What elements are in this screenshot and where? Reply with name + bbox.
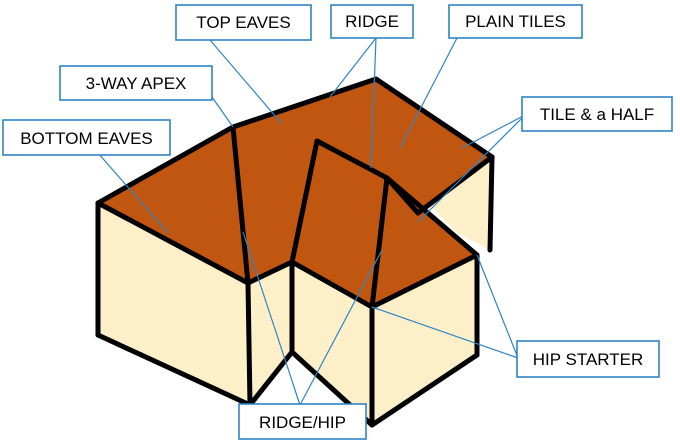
label-ridge: RIDGE [330, 4, 414, 39]
leader-ridge-1 [329, 37, 377, 98]
leader-3way-apex [211, 96, 234, 128]
label-plain-tiles: PLAIN TILES [448, 4, 583, 39]
roof-front-hip-left [292, 141, 387, 307]
leader-hip-starter-1 [371, 306, 519, 359]
leader-lines [97, 37, 526, 406]
label-ridge-hip-text: RIDGE/HIP [259, 413, 346, 432]
valley-eaves-edge [384, 154, 495, 216]
label-bottom-eaves-text: BOTTOM EAVES [20, 129, 153, 148]
rear-wall-right [420, 157, 492, 250]
label-3way-apex-box [59, 65, 213, 101]
roof [98, 79, 492, 307]
label-tile-and-half: TILE & a HALF [521, 96, 673, 132]
leader-tile-half-2 [417, 114, 526, 223]
label-tile-and-half-text: TILE & a HALF [540, 105, 654, 124]
front-gable-wall-right [372, 255, 477, 425]
roof-main-plane [98, 79, 492, 283]
label-3way-apex-text: 3-WAY APEX [86, 74, 187, 93]
left-wall-front [98, 203, 250, 405]
label-top-eaves-text: TOP EAVES [196, 13, 291, 32]
wall-base-left [95, 332, 253, 408]
leader-hip-starter-2 [476, 254, 519, 359]
wall-corner-rear [487, 154, 495, 253]
label-hip-starter: HIP STARTER [516, 340, 660, 378]
leader-tile-half-1 [461, 114, 526, 149]
left-wall-side [248, 262, 292, 405]
label-top-eaves-box [175, 4, 312, 41]
front-hip-outline [289, 138, 480, 310]
leader-plain-tiles [399, 37, 458, 149]
top-eaves-edge [95, 76, 495, 206]
label-3way-apex: 3-WAY APEX [59, 65, 213, 101]
label-bottom-eaves: BOTTOM EAVES [2, 119, 171, 156]
leader-ridge-2 [370, 37, 377, 169]
label-ridge-text: RIDGE [345, 12, 399, 31]
front-ridge-hip-edge [369, 175, 390, 310]
wall-base-front-right [369, 352, 480, 428]
label-ridge-hip: RIDGE/HIP [238, 403, 367, 440]
leader-top-eaves [209, 39, 283, 125]
labels: TOP EAVES RIDGE PLAIN TILES 3-WAY APEX T… [2, 4, 673, 440]
label-ridge-box [330, 4, 414, 39]
wall-corner-mid [245, 280, 253, 408]
label-bottom-eaves-box [2, 119, 171, 156]
label-tile-and-half-box [521, 96, 673, 132]
label-hip-starter-box [516, 340, 660, 378]
roof-front-hip-right [372, 178, 477, 307]
label-plain-tiles-text: PLAIN TILES [465, 12, 566, 31]
label-top-eaves: TOP EAVES [175, 4, 312, 41]
leader-ridge-hip-1 [242, 231, 301, 406]
label-plain-tiles-box [448, 4, 583, 39]
label-ridge-hip-box [238, 403, 367, 440]
label-hip-starter-text: HIP STARTER [533, 350, 644, 369]
roof-edges [95, 76, 495, 428]
leader-ridge-hip-2 [299, 249, 383, 406]
left-ridge-hip-edge [230, 124, 251, 286]
leader-bottom-eaves [97, 152, 169, 234]
